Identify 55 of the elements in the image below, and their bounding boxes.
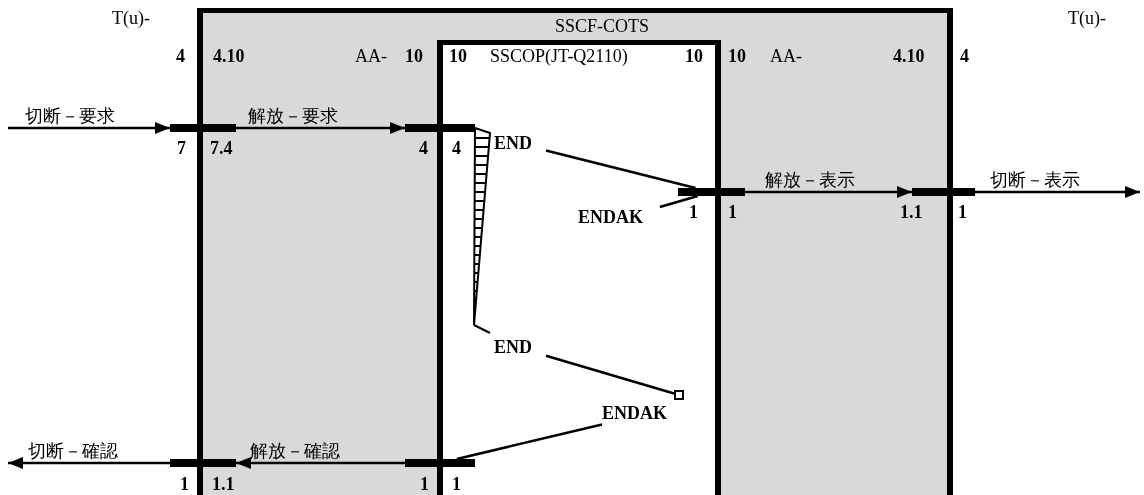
layer-label: T(u)- <box>1068 8 1106 28</box>
number-label: 1 <box>180 474 189 494</box>
pdu-name: ENDAK <box>602 403 667 423</box>
message-line <box>545 149 696 190</box>
edge-label: 切断－表示 <box>990 170 1080 190</box>
layer-label: AA- <box>355 46 387 66</box>
layer-title: SSCF-COTS <box>555 16 650 36</box>
edge-label: 解放－表示 <box>765 170 855 190</box>
lost-message-square <box>674 390 684 400</box>
number-label: 4.10 <box>893 46 925 66</box>
outer-layer-box <box>197 8 953 495</box>
number-label: 7.4 <box>210 138 233 158</box>
number-label: 1 <box>420 474 429 494</box>
edge-label: 解放－要求 <box>248 106 338 126</box>
arrow <box>8 457 170 469</box>
event-bar <box>912 188 975 196</box>
number-label: 10 <box>728 46 746 66</box>
message-line <box>545 354 675 395</box>
number-label: 4 <box>419 138 428 158</box>
arrow <box>745 186 912 198</box>
number-label: 1 <box>728 202 737 222</box>
arrow <box>975 186 1140 198</box>
edge-label: 切断－要求 <box>25 106 115 126</box>
number-label: 10 <box>685 46 703 66</box>
arrow <box>236 457 405 469</box>
event-bar <box>170 459 236 467</box>
arrow <box>8 122 170 134</box>
message-line <box>659 194 699 209</box>
pdu-name: END <box>494 133 532 153</box>
number-label: 1 <box>452 474 461 494</box>
number-label: 4 <box>176 46 185 66</box>
number-label: 1 <box>958 202 967 222</box>
number-label: 10 <box>449 46 467 66</box>
number-label: 10 <box>405 46 423 66</box>
event-bar <box>405 459 475 467</box>
pdu-name: END <box>494 337 532 357</box>
number-label: 7 <box>177 138 186 158</box>
number-label: 4.10 <box>213 46 245 66</box>
inner-layer-box <box>437 40 721 495</box>
event-bar <box>405 124 475 132</box>
edge-label: 切断－確認 <box>28 441 118 461</box>
event-bar <box>170 124 236 132</box>
pdu-name: ENDAK <box>578 207 643 227</box>
layer-title: SSCOP(JT-Q2110) <box>490 46 628 66</box>
edge-label: 解放－確認 <box>250 441 340 461</box>
event-bar <box>678 188 745 196</box>
number-label: 1.1 <box>212 474 235 494</box>
layer-label: AA- <box>770 46 802 66</box>
number-label: 1.1 <box>900 202 923 222</box>
arrow <box>236 122 405 134</box>
number-label: 4 <box>960 46 969 66</box>
number-label: 4 <box>452 138 461 158</box>
layer-label: T(u)- <box>112 8 150 28</box>
number-label: 1 <box>689 202 698 222</box>
message-line <box>456 423 603 461</box>
